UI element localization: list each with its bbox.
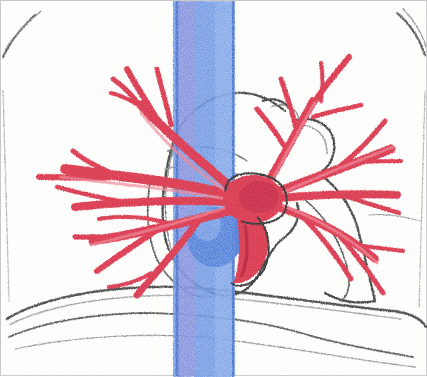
drawing-canvas bbox=[1, 1, 427, 377]
drawing-frame bbox=[0, 0, 427, 376]
paper-grain bbox=[1, 1, 427, 377]
